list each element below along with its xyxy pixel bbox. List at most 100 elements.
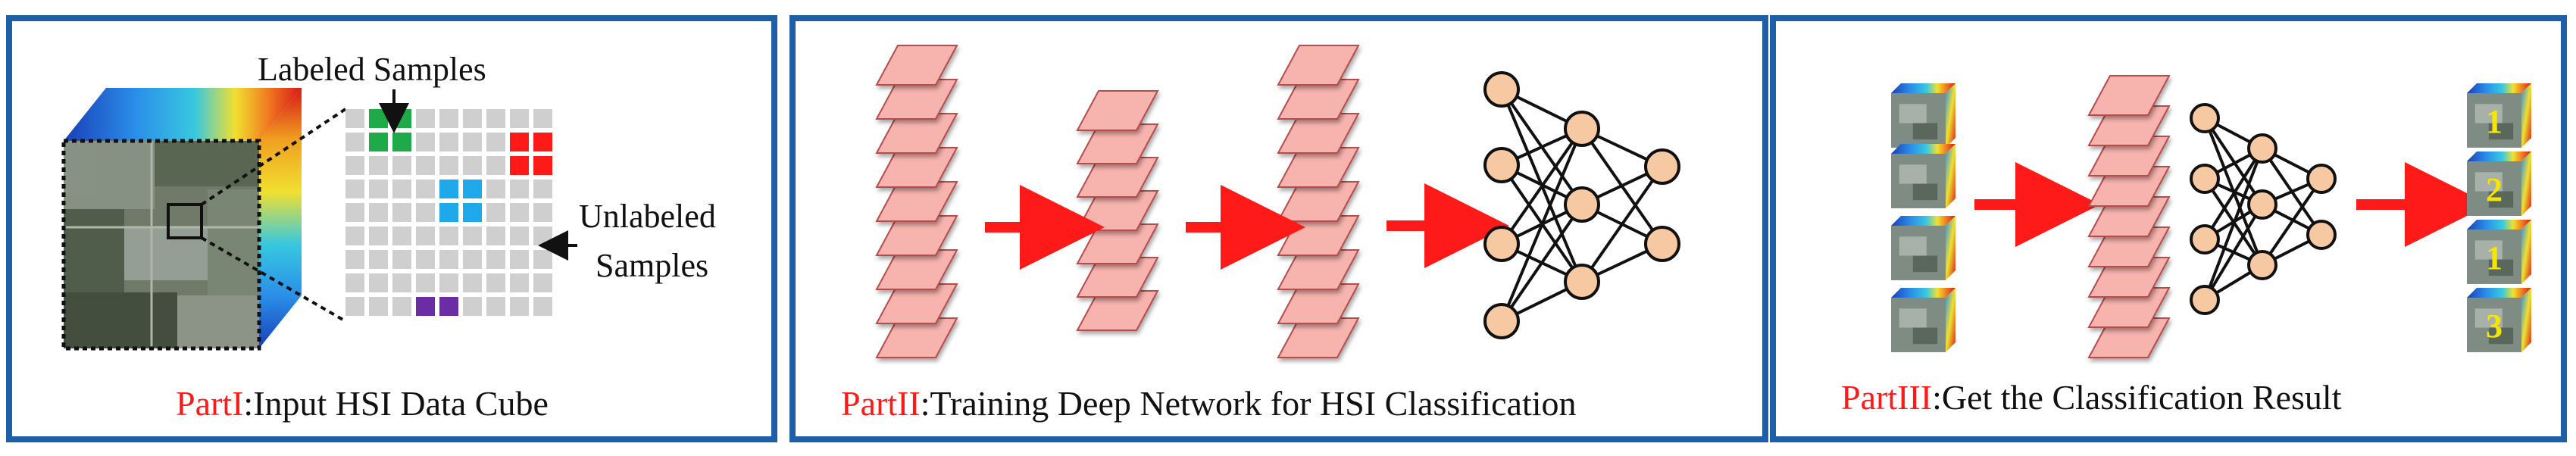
input-patch-cube	[1891, 216, 1955, 280]
unlabeled-sample-cell	[416, 203, 435, 222]
unlabeled-sample-cell	[510, 226, 529, 245]
unlabeled-sample-cell	[392, 297, 411, 316]
panel-part2-border	[789, 15, 1768, 442]
mini-cube-texture	[1899, 104, 1927, 123]
unlabeled-sample-cell	[486, 203, 505, 222]
unlabeled-sample-cell	[369, 156, 388, 175]
unlabeled-sample-cell	[510, 203, 529, 222]
unlabeled-sample-cell	[510, 180, 529, 198]
unlabeled-sample-cell	[345, 226, 364, 245]
labeled-sample-cell	[416, 297, 435, 316]
labeled-samples-label: Labeled Samples	[258, 51, 486, 88]
result-cube: 1	[2467, 83, 2531, 148]
panel-part3-caption-text: :Get the Classification Result	[1932, 378, 2342, 417]
unlabeled-sample-cell	[463, 226, 482, 245]
mini-cube-top	[2467, 220, 2531, 230]
neuron	[1564, 111, 1600, 147]
neuron	[1564, 264, 1600, 300]
unlabeled-sample-cell	[439, 273, 458, 292]
unlabeled-sample-cell	[345, 109, 364, 128]
result-cube: 1	[2467, 220, 2531, 284]
result-class-label: 1	[2486, 239, 2503, 276]
mini-cube-texture	[2488, 191, 2514, 208]
unlabeled-sample-cell	[392, 156, 411, 175]
unlabeled-sample-cell	[463, 109, 482, 128]
unlabeled-sample-cell	[510, 297, 529, 316]
unlabeled-sample-cell	[369, 203, 388, 222]
feature-map-layer	[1277, 45, 1360, 86]
unlabeled-sample-cell	[463, 133, 482, 151]
unlabeled-sample-cell	[486, 226, 505, 245]
unlabeled-sample-cell	[439, 226, 458, 245]
aerial-image-texture	[64, 141, 259, 348]
unlabeled-sample-cell	[416, 273, 435, 292]
svg-text:PartI:Input HSI Data Cube: PartI:Input HSI Data Cube	[176, 384, 549, 423]
mini-cube-top	[2467, 288, 2531, 298]
unlabeled-sample-cell	[369, 273, 388, 292]
unlabeled-sample-cell	[392, 180, 411, 198]
mini-cube-texture	[1912, 123, 1938, 140]
unlabeled-sample-cell	[345, 297, 364, 316]
unlabeled-sample-cell	[369, 180, 388, 198]
unlabeled-sample-cell	[463, 297, 482, 316]
neuron	[2247, 133, 2277, 164]
unlabeled-sample-cell	[416, 109, 435, 128]
unlabeled-sample-cell	[392, 273, 411, 292]
feature-map-layer	[875, 45, 958, 86]
unlabeled-sample-cell	[463, 156, 482, 175]
layer-stack-input	[875, 45, 958, 358]
unlabeled-sample-cell	[392, 250, 411, 269]
unlabeled-sample-cell	[439, 156, 458, 175]
mini-cube-top	[1891, 83, 1955, 93]
unlabeled-sample-cell	[392, 203, 411, 222]
unlabeled-sample-cell	[486, 180, 505, 198]
mini-cube-texture	[1912, 255, 1938, 273]
unlabeled-sample-cell	[345, 203, 364, 222]
hsi-data-cube	[61, 88, 302, 351]
unlabeled-sample-cell	[486, 273, 505, 292]
result-class-label: 2	[2486, 171, 2503, 208]
layer-stack-trained	[2087, 75, 2171, 358]
unlabeled-sample-cell	[345, 273, 364, 292]
labeled-sample-cell	[369, 133, 388, 151]
mini-cube-side	[2521, 288, 2531, 352]
unlabeled-sample-cell	[463, 273, 482, 292]
unlabeled-sample-cell	[510, 109, 529, 128]
unlabeled-sample-cell	[510, 273, 529, 292]
unlabeled-sample-cell	[345, 133, 364, 151]
unlabeled-sample-cell	[463, 250, 482, 269]
panel-part1-border	[6, 15, 777, 442]
neuron	[2190, 285, 2220, 315]
labeled-sample-cell	[533, 156, 552, 175]
unlabeled-sample-cell	[439, 133, 458, 151]
unlabeled-sample-cell	[486, 250, 505, 269]
mini-cube-texture	[1912, 183, 1938, 201]
unlabeled-sample-cell	[486, 297, 505, 316]
network-connection	[2261, 177, 2323, 267]
cube-top-face	[64, 88, 302, 141]
mini-cube-texture	[2474, 308, 2503, 328]
mini-cube-texture	[1899, 308, 1927, 328]
network-connection	[1500, 203, 1583, 323]
neuron	[2190, 103, 2220, 133]
unlabeled-sample-cell	[369, 297, 388, 316]
layer-stack-middle	[1076, 90, 1159, 331]
unlabeled-sample-cell	[345, 156, 364, 175]
mini-cube-top	[2467, 151, 2531, 161]
mini-cube-texture	[2474, 240, 2503, 260]
mini-cube-texture	[1912, 327, 1938, 345]
mini-cube-texture	[2488, 123, 2514, 140]
mini-cube-texture	[2488, 259, 2514, 276]
labeled-sample-cell	[439, 203, 458, 222]
neuron	[2247, 250, 2277, 280]
unlabeled-sample-cell	[510, 250, 529, 269]
network-connection	[1500, 128, 1583, 322]
unlabeled-sample-cell	[486, 133, 505, 151]
mini-cube-top	[1891, 288, 1955, 298]
unlabeled-sample-cell	[486, 156, 505, 175]
unlabeled-samples-label-line1: Unlabeled	[579, 198, 716, 235]
network-connection	[2203, 203, 2264, 301]
unlabeled-sample-cell	[416, 133, 435, 151]
